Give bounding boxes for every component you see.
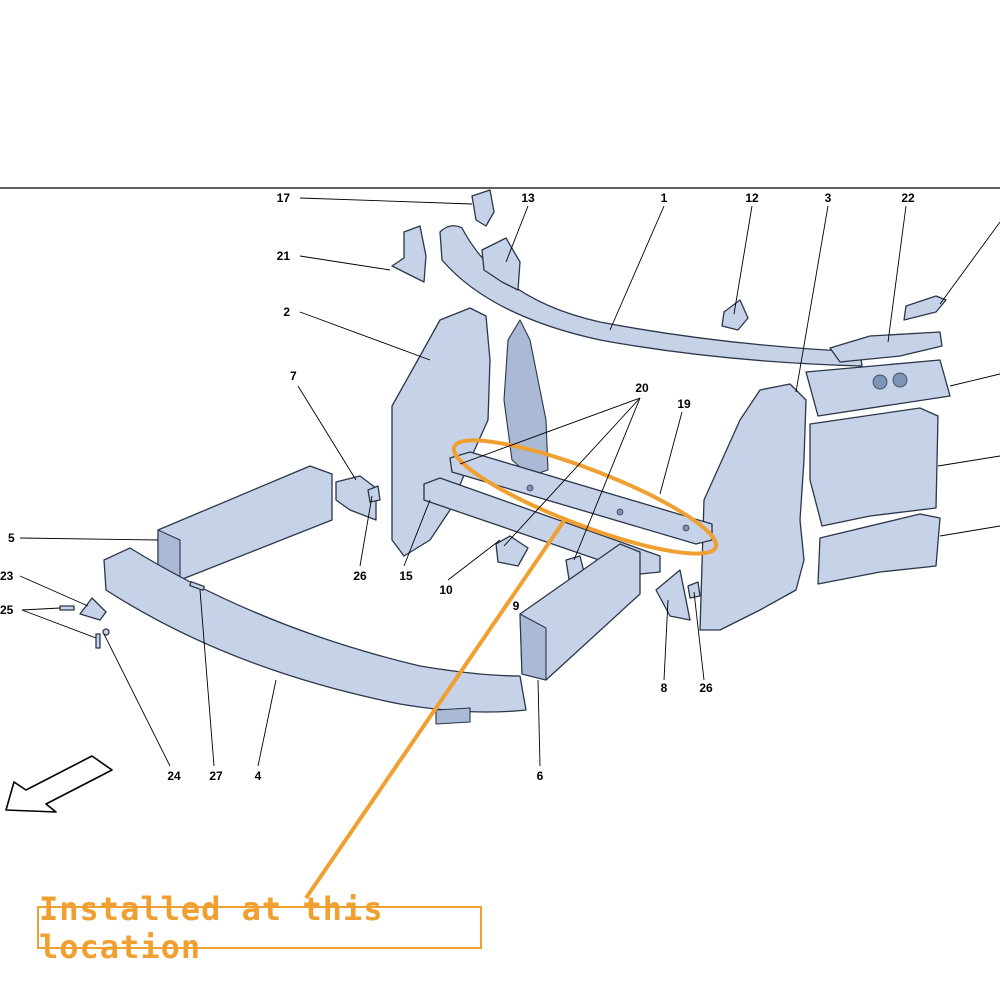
- label-22: 22: [901, 191, 915, 205]
- part-25-bolt: [95, 633, 101, 649]
- part-2-left-upright-rear: [503, 319, 549, 477]
- part-1-upper-crossmember: [439, 225, 863, 367]
- part-26-clip-right: [687, 581, 701, 599]
- label-15: 15: [399, 569, 413, 583]
- part-2-left-upright: [391, 307, 491, 557]
- label-17: 17: [277, 191, 291, 205]
- plate-hole: [872, 374, 888, 390]
- part-26-clip-left: [367, 485, 381, 503]
- label-3: 3: [825, 191, 832, 205]
- label-20: 20: [635, 381, 649, 395]
- label-23: 23: [0, 569, 14, 583]
- label-1: 1: [661, 191, 668, 205]
- part-24-nut: [102, 628, 110, 636]
- callout-leader-line: [304, 516, 568, 900]
- crossmember-hole: [682, 524, 690, 532]
- label-5: 5: [8, 531, 15, 545]
- part-23-tow-bracket: [79, 597, 107, 621]
- label-24: 24: [167, 769, 181, 783]
- plate-hole: [892, 372, 908, 388]
- part-3-right-upright: [699, 383, 807, 631]
- part-5-left-beam: [157, 465, 333, 581]
- part-21-bracket: [391, 225, 427, 283]
- label-26-right: 26: [699, 681, 713, 695]
- label-7: 7: [290, 369, 297, 383]
- label-10: 10: [439, 583, 453, 597]
- part-20-bracket: [495, 535, 529, 567]
- part-27-pin: [189, 581, 205, 591]
- leader-lines: [19, 197, 1000, 767]
- label-9: 9: [513, 599, 520, 613]
- part-17-bracket: [471, 189, 495, 227]
- crossmember-hole: [616, 508, 624, 516]
- label-21: 21: [277, 249, 291, 263]
- installed-location-callout: Installed at this location: [37, 890, 482, 966]
- part-4-bumper-mount: [435, 707, 471, 725]
- label-2: 2: [283, 305, 290, 319]
- part-7-bracket: [335, 475, 377, 521]
- part-19-crossmember: [449, 451, 713, 545]
- part-number-labels: 17 21 2 7 5 23 25 24 27 4 26 15 10 9 13 …: [0, 191, 915, 783]
- part-10-lower-crossmember: [423, 477, 661, 575]
- label-4: 4: [255, 769, 262, 783]
- label-13: 13: [521, 191, 535, 205]
- label-26-left: 26: [353, 569, 367, 583]
- part-22-bracket: [829, 331, 943, 363]
- label-6: 6: [537, 769, 544, 783]
- crossmember-hole: [526, 484, 534, 492]
- part-right-lower-panel: [817, 513, 941, 585]
- part-6-right-beam-end: [519, 613, 547, 681]
- part-22-upper-bracket: [903, 295, 947, 321]
- label-8: 8: [661, 681, 668, 695]
- label-19: 19: [677, 397, 691, 411]
- part-4-bumper-beam: [103, 547, 527, 713]
- highlight-ellipse: [451, 438, 719, 556]
- label-27: 27: [209, 769, 223, 783]
- label-12: 12: [745, 191, 759, 205]
- part-12-bracket: [721, 299, 749, 331]
- part-25-bolt: [59, 605, 75, 611]
- part-right-middle-panel: [809, 407, 939, 527]
- front-direction-arrow-icon: [5, 755, 113, 813]
- label-25: 25: [0, 603, 14, 617]
- part-8-bracket: [655, 569, 691, 621]
